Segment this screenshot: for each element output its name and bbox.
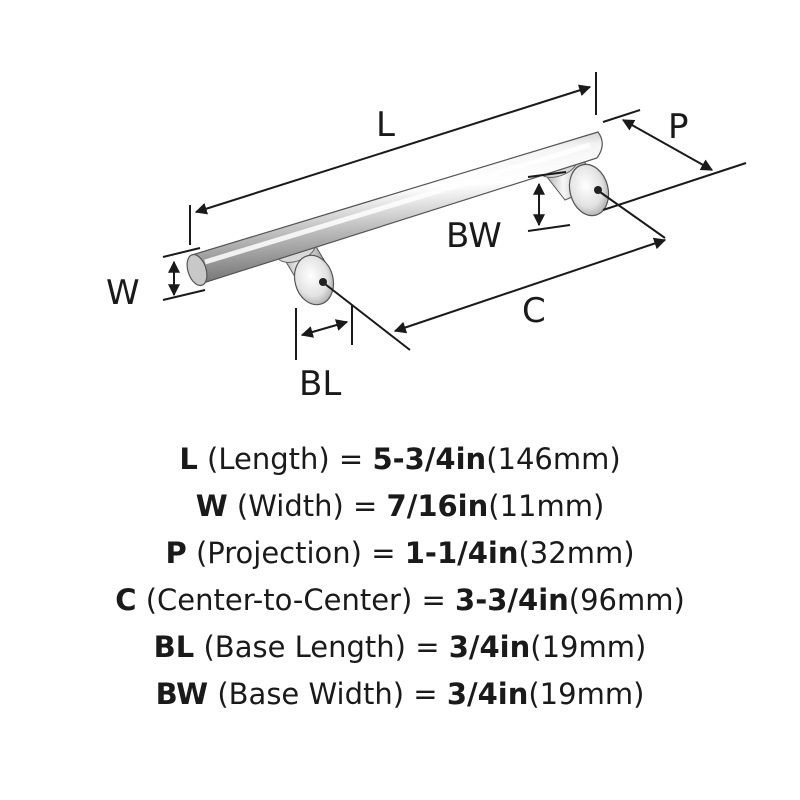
label-P: P <box>668 107 689 147</box>
spec-row-projection: P (Projection) = 1-1/4in(32mm) <box>165 536 635 570</box>
width-dimension: W <box>106 247 206 313</box>
label-C: C <box>522 291 546 331</box>
left-center-line <box>324 283 411 351</box>
spec-row-center-to-center: C (Center-to-Center) = 3-3/4in(96mm) <box>115 583 685 617</box>
spec-row-length: L (Length) = 5-3/4in(146mm) <box>179 442 621 476</box>
center-to-center-dimension: C <box>393 237 667 334</box>
pull-handle-diagram: L P BW C W BL <box>106 72 747 404</box>
spec-row-base-width: BW (Base Width) = 3/4in(19mm) <box>155 677 645 711</box>
label-BL: BL <box>299 364 341 404</box>
label-W: W <box>106 273 140 313</box>
base-length-dimension: BL <box>295 305 353 404</box>
right-center-line <box>599 191 666 239</box>
label-L: L <box>376 105 395 145</box>
label-BW: BW <box>446 216 502 256</box>
length-dimension: L <box>189 72 597 245</box>
spec-list: L (Length) = 5-3/4in(146mm) W (Width) = … <box>0 436 800 718</box>
spec-row-base-length: BL (Base Length) = 3/4in(19mm) <box>153 630 647 664</box>
spec-row-width: W (Width) = 7/16in(11mm) <box>195 489 605 523</box>
projection-dimension: P <box>602 107 747 211</box>
